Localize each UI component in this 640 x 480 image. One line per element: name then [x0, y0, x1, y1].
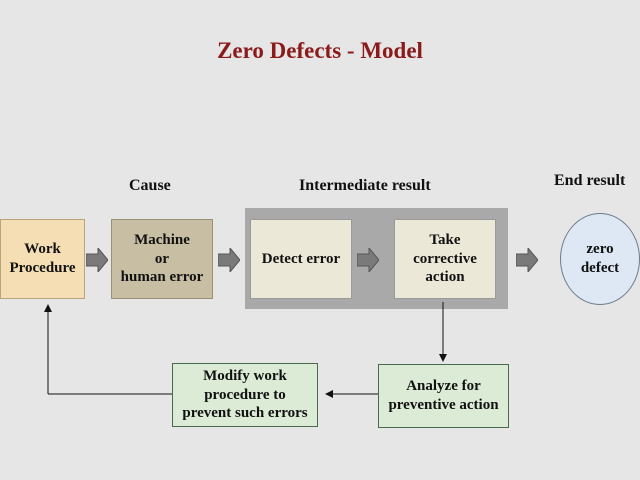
- machine-error-line-3: human error: [120, 269, 204, 286]
- work-procedure-line-1: Work: [24, 241, 61, 258]
- take-action-line-3: action: [425, 269, 465, 286]
- machine-error-line-1: Machine: [134, 231, 190, 248]
- header-end-result: End result: [554, 172, 626, 189]
- take-action-line-1: Take: [429, 231, 461, 248]
- analyze-box: Analyze for preventive action: [378, 364, 509, 428]
- machine-error-line-2: or: [154, 250, 170, 267]
- analyze-line-2: preventive action: [388, 397, 499, 413]
- zero-defect-line-1: zero: [586, 241, 614, 258]
- modify-box: Modify work procedure to prevent such er…: [172, 363, 318, 427]
- header-intermediate-result: Intermediate result: [299, 177, 431, 194]
- modify-line-2: procedure to: [204, 386, 286, 403]
- detect-error-box: Detect error: [250, 219, 352, 299]
- take-action-box: Take corrective action: [394, 219, 496, 299]
- detect-error-label: Detect error: [261, 250, 341, 267]
- modify-line-3: prevent such errors: [182, 405, 308, 422]
- block-arrow-icon: [516, 248, 538, 272]
- analyze-line-1: Analyze for: [406, 378, 481, 395]
- work-procedure-line-2: Procedure: [9, 260, 76, 276]
- work-procedure-box: Work Procedure: [0, 219, 85, 299]
- block-arrow-icon: [218, 248, 240, 272]
- header-cause: Cause: [129, 177, 171, 194]
- block-arrow-icon: [357, 248, 379, 272]
- zero-defect-line-2: defect: [580, 260, 620, 276]
- modify-line-1: Modify work: [203, 367, 287, 384]
- diagram-title: Zero Defects - Model: [217, 38, 423, 63]
- block-arrow-icon: [86, 248, 108, 272]
- take-action-line-2: corrective: [413, 250, 477, 267]
- machine-error-box: Machine or human error: [111, 219, 213, 299]
